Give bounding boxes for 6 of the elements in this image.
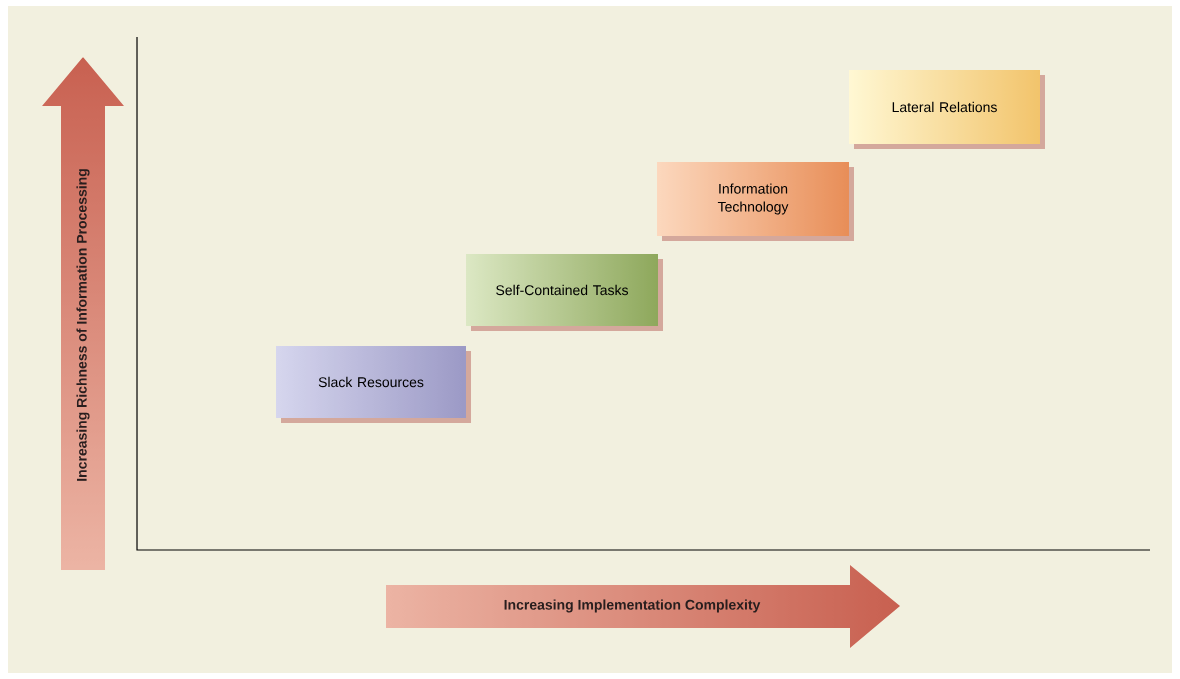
axis-label: Increasing Richness of Information Processing (76, 169, 90, 481)
axis-label: Increasing Implementation Complexity (504, 599, 761, 613)
process-box: Lateral Relations (849, 70, 1045, 149)
process-box: Information Technology (657, 162, 854, 241)
process-box: Slack Resources (276, 346, 471, 423)
process-box: Self-Contained Tasks (466, 254, 663, 331)
